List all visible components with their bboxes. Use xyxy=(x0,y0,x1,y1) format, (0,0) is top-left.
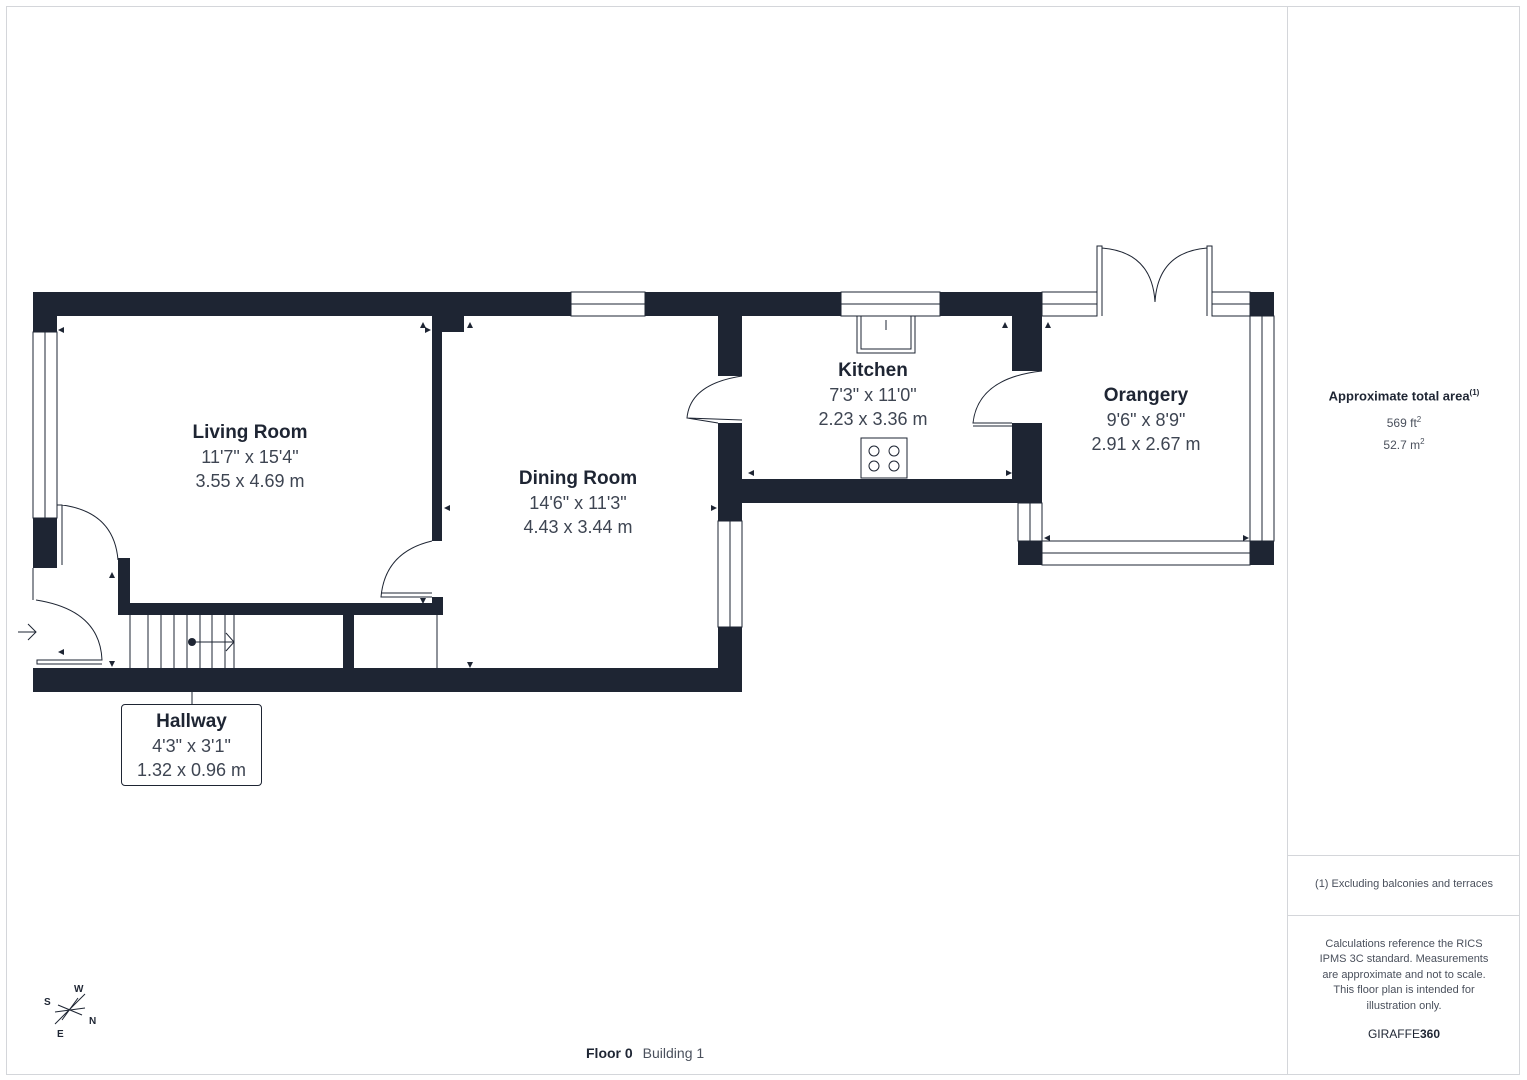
building-name: Building 1 xyxy=(642,1045,705,1061)
room-dim-metric: 2.91 x 2.67 m xyxy=(1091,434,1201,454)
info-sidebar: Approximate total area(1) 569 ft2 52.7 m… xyxy=(1287,6,1520,1075)
room-dim-imperial: 14'6" x 11'3" xyxy=(529,493,627,513)
dimension-ticks xyxy=(58,322,1249,668)
page-frame xyxy=(6,6,1520,1075)
orangery-label: Orangery 9'6" x 8'9" 2.91 x 2.67 m xyxy=(1091,384,1200,456)
living-room-label: Living Room 11'7" x 15'4" 3.55 x 4.69 m xyxy=(192,421,307,493)
compass-icon xyxy=(54,993,86,1025)
area-sqft: 569 ft2 xyxy=(1288,415,1520,430)
room-dim-imperial: 11'7" x 15'4" xyxy=(201,447,299,467)
footnote: (1) Excluding balconies and terraces xyxy=(1315,878,1493,890)
floor-caption: Floor 0 Building 1 xyxy=(586,1045,704,1061)
divider xyxy=(1288,855,1520,856)
kitchen-label: Kitchen 7'3" x 11'0" 2.23 x 3.36 m xyxy=(818,359,927,431)
area-sqm-value: 52.7 m xyxy=(1383,438,1421,452)
disclaimer: Calculations reference the RICS IPMS 3C … xyxy=(1319,938,1489,1012)
area-sqm-unit-sup: 2 xyxy=(1420,437,1425,446)
room-name: Orangery xyxy=(1103,385,1189,406)
area-sqft-unit-sup: 2 xyxy=(1416,415,1422,424)
doors xyxy=(18,245,1213,704)
room-dim-imperial: 7'3" x 11'0" xyxy=(829,385,917,405)
windows xyxy=(32,291,1275,628)
area-title-text: Approximate total area xyxy=(1328,388,1470,404)
compass-n: N xyxy=(89,1016,97,1027)
divider xyxy=(1288,915,1520,916)
compass-s: S xyxy=(44,997,51,1008)
room-dim-metric: 4.43 x 3.44 m xyxy=(523,517,633,537)
area-sqft-value: 569 ft xyxy=(1386,416,1417,430)
compass-e: E xyxy=(57,1029,64,1040)
room-name: Kitchen xyxy=(838,360,908,381)
area-title: Approximate total area(1) xyxy=(1288,388,1520,403)
room-name: Living Room xyxy=(192,422,308,443)
room-dim-imperial: 9'6" x 8'9" xyxy=(1106,410,1186,430)
room-name: Hallway xyxy=(156,711,227,732)
walls xyxy=(33,292,1274,692)
brand-logo: GIRAFFE360 xyxy=(1288,1027,1520,1041)
brand-text-bold: 360 xyxy=(1419,1027,1441,1041)
room-dim-imperial: 4'3" x 3'1" xyxy=(152,736,231,756)
area-sqm: 52.7 m2 xyxy=(1288,437,1520,452)
room-dim-metric: 2.23 x 3.36 m xyxy=(818,409,928,429)
dining-room-label: Dining Room 14'6" x 11'3" 4.43 x 3.44 m xyxy=(519,467,637,539)
floor-name: Floor 0 xyxy=(586,1045,633,1061)
room-dim-metric: 3.55 x 4.69 m xyxy=(195,471,305,491)
room-name: Dining Room xyxy=(518,468,638,489)
brand-text: GIRAFFE xyxy=(1367,1027,1420,1041)
compass-w: W xyxy=(74,984,84,995)
area-note-marker: (1) xyxy=(1469,388,1480,397)
floor-plan xyxy=(18,245,1275,1025)
hallway-label: Hallway 4'3" x 3'1" 1.32 x 0.96 m xyxy=(121,704,262,786)
room-dim-metric: 1.32 x 0.96 m xyxy=(136,760,247,780)
